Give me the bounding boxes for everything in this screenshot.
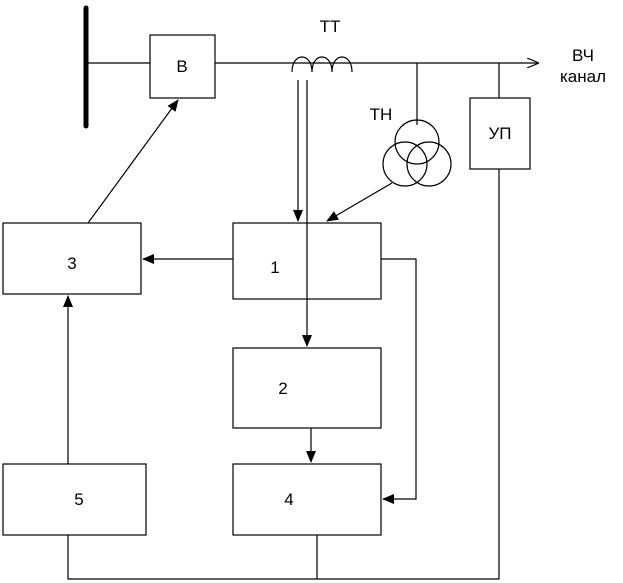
hf-channel-label-line2: канал [560,67,606,86]
breaker-label: В [176,57,187,76]
block-3-label: 3 [67,254,76,273]
tt-label: ТТ [320,17,341,36]
voltage-transformer-symbol [382,119,452,187]
block-3 [2,222,142,295]
tn-to-block-1-arrow [326,182,393,222]
breaker-box [149,34,216,99]
current-transformer-coils [291,56,353,73]
hf-channel-label-line1: ВЧ [572,46,594,65]
block-2 [232,347,382,429]
up-label: УП [488,124,511,143]
coupling-device-box [469,97,531,170]
block-4 [232,463,382,536]
block-5 [2,463,147,536]
block-1-label: 1 [270,258,279,277]
block-4-label: 4 [284,490,293,509]
block-1-to-block-4-arrow [381,258,417,504]
block-2-label: 2 [278,379,287,398]
block-3-to-breaker-arrow [87,99,179,224]
tn-label: ТН [370,105,393,124]
block-5-label: 5 [74,490,83,509]
bottom-bus [67,169,500,580]
